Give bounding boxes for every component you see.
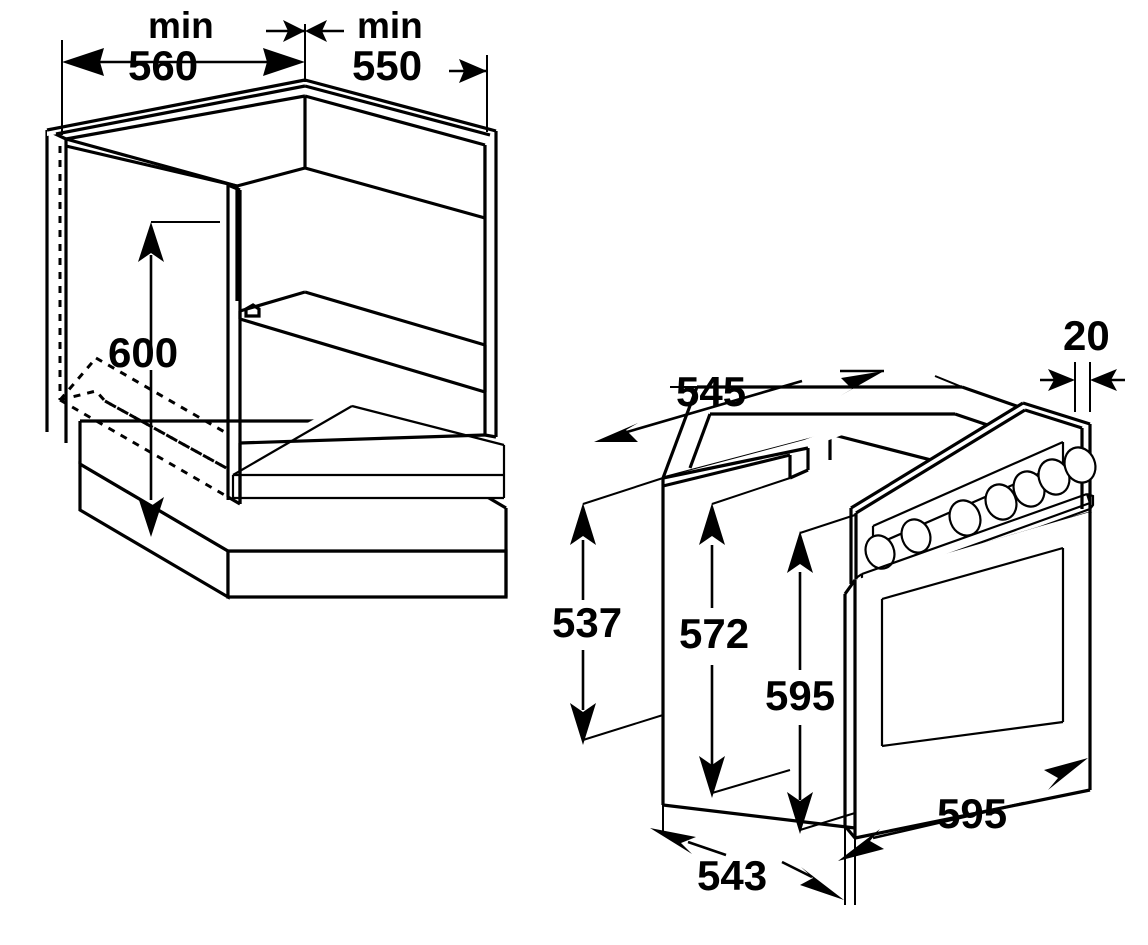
oven-knob-7[interactable]: [1059, 443, 1100, 488]
cabinet-base-plinth: [78, 389, 508, 600]
oven-knob-group[interactable]: [861, 443, 1101, 573]
dim-545-value: 545: [676, 368, 746, 415]
hidden-edge-floor-rear: [59, 389, 229, 471]
oven-knob-1[interactable]: [861, 531, 900, 573]
oven-diagram: [658, 367, 1101, 840]
dim-560-prefix: min: [148, 5, 214, 46]
dimension-niche-height: 600: [108, 221, 220, 537]
dimension-body-depth-545: 545: [594, 368, 963, 442]
cabinet-carcass: [45, 78, 498, 506]
dimension-panel-thickness-20: 20: [1040, 312, 1125, 412]
dimension-height-572: 572: [679, 477, 791, 798]
dim-560-value: 560: [128, 42, 198, 89]
cabinet-diagram: [45, 78, 508, 600]
dimension-height-537: 537: [552, 477, 664, 745]
dim-543-value: 543: [697, 852, 767, 899]
dim-537-value: 537: [552, 599, 622, 646]
dim-20-value: 20: [1063, 312, 1110, 359]
dimension-height-595: 595: [765, 514, 856, 834]
dimension-front-width-595: 595: [838, 752, 1091, 905]
dimension-niche-width: min 560: [61, 5, 306, 135]
dim-550-value: 550: [352, 42, 422, 89]
dim-600-value: 600: [108, 329, 178, 376]
dim-595-vertical-value: 595: [765, 672, 835, 719]
dim-550-prefix: min: [357, 5, 423, 46]
dim-572-value: 572: [679, 610, 749, 657]
dimension-width-543: 543: [650, 805, 856, 905]
dim-595-width-value: 595: [937, 790, 1007, 837]
dimension-niche-depth: min 550: [266, 5, 488, 132]
